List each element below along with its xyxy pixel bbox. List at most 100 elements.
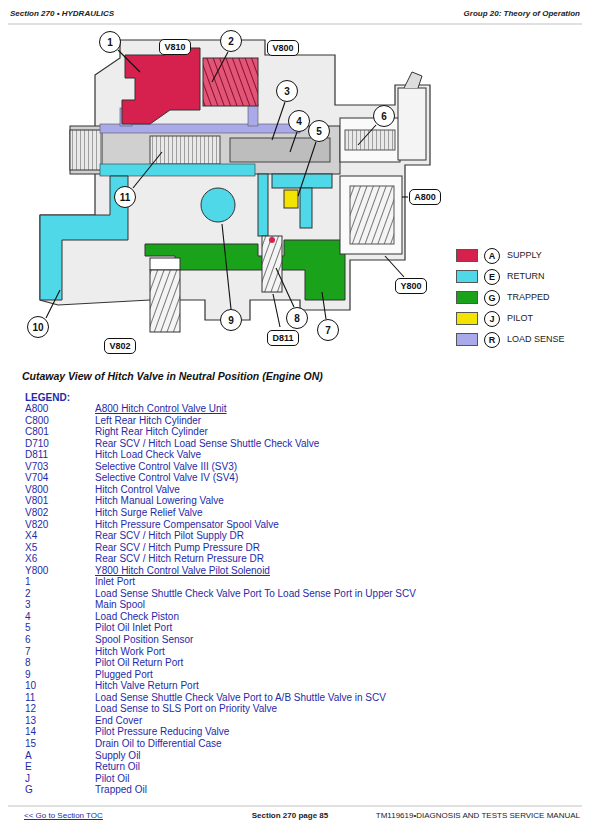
node-text: 9 (228, 315, 234, 326)
callout-number: 5 (308, 120, 330, 142)
legend-swatch (456, 312, 478, 325)
legend-description: Rear SCV / Hitch Load Sense Shuttle Chec… (95, 438, 319, 450)
node-text: 10 (32, 322, 43, 333)
legend-description: Hitch Valve Return Port (95, 680, 199, 692)
callout-number: 4 (288, 110, 310, 132)
legend-code: 11 (25, 692, 35, 704)
legend-code: 5 (25, 622, 31, 634)
legend-text: PILOT (507, 313, 533, 323)
legend-code: 7 (25, 646, 31, 658)
legend-code: 2 (25, 588, 31, 600)
callout-number: 3 (276, 80, 298, 102)
legend-description: Hitch Control Valve (95, 484, 180, 496)
legend-code: 14 (25, 726, 36, 738)
legend-description: A800 Hitch Control Valve Unit (95, 403, 227, 415)
legend-description: Hitch Manual Lowering Valve (95, 495, 224, 507)
callout-number: 11 (114, 186, 136, 208)
legend-description: Trapped Oil (95, 784, 147, 796)
legend-code: V800 (25, 484, 48, 496)
legend-code: 3 (25, 599, 31, 611)
node-text: 1 (107, 37, 113, 48)
component-tag: V802 (104, 338, 135, 354)
legend-description: Hitch Work Port (95, 646, 165, 658)
legend-description: Pilot Oil (95, 773, 129, 785)
legend-description: Main Spool (95, 599, 145, 611)
legend-description: Hitch Pressure Compensator Spool Valve (95, 519, 279, 531)
callout-number: 7 (317, 319, 339, 341)
legend-description: Pilot Oil Return Port (95, 657, 183, 669)
node-text: 2 (228, 36, 234, 47)
legend-description: Spool Position Sensor (95, 634, 193, 646)
legend-description: Rear SCV / Hitch Pump Pressure DR (95, 542, 260, 554)
legend-text: TRAPPED (507, 292, 550, 302)
component-tag: V800 (267, 40, 298, 56)
callout-number: 6 (373, 105, 395, 127)
legend-description: Inlet Port (95, 576, 135, 588)
legend-code: V802 (25, 507, 48, 519)
legend-code: 4 (25, 611, 31, 623)
legend-code: C801 (25, 426, 49, 438)
node-text: V810 (164, 42, 185, 52)
legend-code: 9 (25, 669, 31, 681)
legend-swatch (456, 333, 478, 346)
legend-code: 12 (25, 703, 36, 715)
legend-letter: G (484, 290, 500, 306)
legend-code: A (25, 750, 32, 762)
component-tag: A800 (409, 189, 441, 205)
node-text: 6 (381, 111, 387, 122)
legend-code: Y800 (25, 565, 48, 577)
legend-description: Return Oil (95, 761, 140, 773)
header-text: Group 20: Theory of Operation (464, 9, 580, 18)
legend-code: V703 (25, 461, 48, 473)
node-text: E (489, 272, 495, 282)
legend-code: C800 (25, 415, 49, 427)
legend-code: 10 (25, 680, 36, 692)
legend-description: Right Rear Hitch Cylinder (95, 426, 208, 438)
node-text: V802 (109, 341, 130, 351)
legend-letter: A (484, 248, 500, 264)
legend-description: Pilot Oil Inlet Port (95, 622, 172, 634)
legend-code: J (25, 773, 30, 785)
node-text: A800 (414, 192, 436, 202)
node-text: Y800 (400, 281, 421, 291)
legend-text: SUPPLY (507, 250, 542, 260)
node-text: 8 (294, 313, 300, 324)
component-tag: D811 (267, 330, 298, 346)
legend-letter: E (484, 269, 500, 285)
legend-description: Supply Oil (95, 750, 141, 762)
legend-code: 8 (25, 657, 31, 669)
legend-description: Hitch Surge Relief Valve (95, 507, 203, 519)
legend-description: Plugged Port (95, 669, 153, 681)
node-text: A (489, 251, 496, 261)
node-text: D811 (272, 333, 293, 343)
legend-text: RETURN (507, 271, 545, 281)
footer-text: << Go to Section TOC (24, 811, 103, 820)
node-text: 7 (325, 325, 331, 336)
legend-swatch (456, 270, 478, 283)
legend-description: Rear SCV / Hitch Return Pressure DR (95, 553, 264, 565)
callout-number: 8 (286, 307, 308, 329)
legend-letter: R (484, 332, 500, 348)
legend-description: Selective Control Valve III (SV3) (95, 461, 237, 473)
legend-code: A800 (25, 403, 48, 415)
legend-code: X4 (25, 530, 37, 542)
legend-swatch (456, 291, 478, 304)
legend-description: Drain Oil to Differential Case (95, 738, 222, 750)
legend-code: D710 (25, 438, 49, 450)
legend-description: Load Sense Shuttle Check Valve Port to A… (95, 692, 386, 704)
legend-description: Load Sense to SLS Port on Priority Valve (95, 703, 277, 715)
legend-code: 6 (25, 634, 31, 646)
component-tag: Y800 (395, 278, 426, 294)
component-tag: V810 (159, 39, 190, 55)
node-text: 11 (120, 192, 131, 203)
legend-description: Left Rear Hitch Cylinder (95, 415, 201, 427)
legend-code: E (25, 761, 32, 773)
legend-code: X6 (25, 553, 37, 565)
legend-code: 13 (25, 715, 36, 727)
legend-code: V801 (25, 495, 48, 507)
node-text: 5 (316, 126, 322, 137)
figure-caption: Cutaway View of Hitch Valve in Neutral P… (22, 370, 323, 382)
legend-description: Hitch Load Check Valve (95, 449, 201, 461)
callout-number: 1 (99, 31, 121, 53)
footer-text: TM119619•DIAGNOSIS AND TESTS SERVICE MAN… (376, 811, 580, 820)
